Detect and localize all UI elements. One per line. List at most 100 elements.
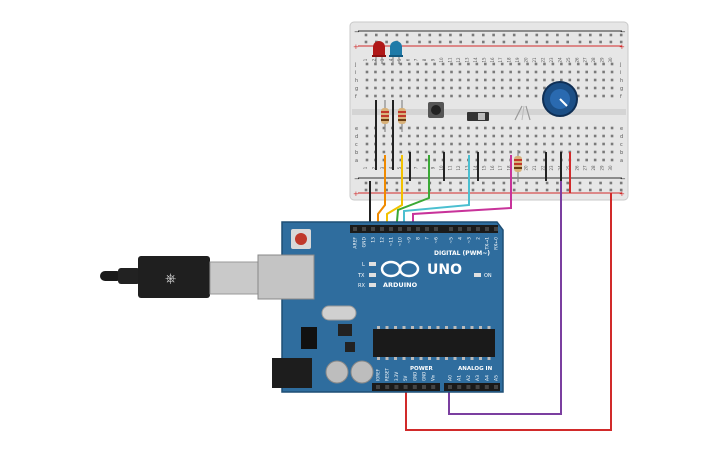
- rail-hole[interactable]: [556, 40, 559, 44]
- power-pin-socket[interactable]: [385, 385, 390, 389]
- rail-hole[interactable]: [385, 40, 388, 44]
- digital-pin-socket[interactable]: [476, 227, 480, 231]
- rail-hole[interactable]: [535, 40, 539, 44]
- breadboard-hole[interactable]: [517, 142, 521, 146]
- breadboard-hole[interactable]: [424, 158, 428, 162]
- rail-hole[interactable]: [599, 188, 602, 192]
- rail-hole[interactable]: [438, 33, 442, 37]
- breadboard-hole[interactable]: [441, 70, 445, 74]
- rail-hole[interactable]: [589, 188, 592, 192]
- rail-hole[interactable]: [385, 181, 388, 185]
- breadboard-hole[interactable]: [517, 134, 521, 138]
- breadboard-hole[interactable]: [424, 70, 428, 74]
- breadboard-hole[interactable]: [424, 94, 428, 98]
- rail-hole[interactable]: [566, 40, 569, 44]
- digital-pin-socket[interactable]: [389, 227, 393, 231]
- rail-hole[interactable]: [525, 40, 528, 44]
- breadboard-hole[interactable]: [382, 78, 386, 82]
- breadboard-hole[interactable]: [593, 150, 597, 154]
- breadboard-hole[interactable]: [585, 86, 588, 90]
- rail-hole[interactable]: [599, 181, 602, 185]
- rail-hole[interactable]: [492, 181, 495, 185]
- analog-pin-socket[interactable]: [494, 385, 498, 389]
- breadboard-hole[interactable]: [560, 142, 563, 146]
- breadboard-hole[interactable]: [424, 142, 428, 146]
- breadboard-hole[interactable]: [576, 62, 580, 66]
- analog-pin-socket[interactable]: [484, 385, 489, 389]
- breadboard-hole[interactable]: [610, 158, 614, 162]
- breadboard-hole[interactable]: [593, 134, 597, 138]
- breadboard-hole[interactable]: [441, 78, 445, 82]
- rail-hole[interactable]: [482, 33, 485, 37]
- rail-hole[interactable]: [599, 40, 602, 44]
- rail-hole[interactable]: [578, 188, 582, 192]
- breadboard-hole[interactable]: [551, 70, 555, 74]
- rail-hole[interactable]: [525, 188, 528, 192]
- breadboard-hole[interactable]: [585, 62, 588, 66]
- breadboard-hole[interactable]: [374, 70, 377, 74]
- breadboard-hole[interactable]: [593, 62, 597, 66]
- rail-hole[interactable]: [556, 188, 559, 192]
- breadboard-hole[interactable]: [484, 134, 487, 138]
- breadboard-hole[interactable]: [458, 150, 462, 154]
- rail-hole[interactable]: [589, 181, 592, 185]
- breadboard-hole[interactable]: [526, 70, 529, 74]
- rail-hole[interactable]: [482, 40, 485, 44]
- breadboard-hole[interactable]: [526, 134, 529, 138]
- breadboard-hole[interactable]: [484, 150, 487, 154]
- breadboard-hole[interactable]: [416, 150, 419, 154]
- breadboard-hole[interactable]: [467, 126, 470, 130]
- breadboard-hole[interactable]: [543, 126, 546, 130]
- breadboard-hole[interactable]: [407, 142, 411, 146]
- digital-pin-socket[interactable]: [362, 227, 366, 231]
- analog-pin-socket[interactable]: [448, 385, 452, 389]
- breadboard-hole[interactable]: [450, 158, 453, 162]
- breadboard-hole[interactable]: [475, 86, 479, 90]
- red-led[interactable]: [372, 41, 386, 64]
- breadboard-hole[interactable]: [576, 78, 580, 82]
- rail-hole[interactable]: [512, 40, 516, 44]
- rail-hole[interactable]: [375, 33, 378, 37]
- power-pin-socket[interactable]: [412, 385, 417, 389]
- breadboard-hole[interactable]: [399, 150, 403, 154]
- digital-pin-socket[interactable]: [416, 227, 420, 231]
- breadboard-hole[interactable]: [543, 150, 546, 154]
- rail-hole[interactable]: [438, 181, 442, 185]
- breadboard-hole[interactable]: [484, 62, 487, 66]
- rail-hole[interactable]: [535, 188, 539, 192]
- breadboard-hole[interactable]: [441, 142, 445, 146]
- rail-hole[interactable]: [566, 188, 569, 192]
- breadboard-hole[interactable]: [475, 150, 479, 154]
- rail-hole[interactable]: [418, 33, 421, 37]
- breadboard-hole[interactable]: [543, 62, 546, 66]
- rail-hole[interactable]: [619, 40, 623, 44]
- breadboard-hole[interactable]: [551, 158, 555, 162]
- breadboard-hole[interactable]: [475, 78, 479, 82]
- breadboard-hole[interactable]: [593, 142, 597, 146]
- breadboard-hole[interactable]: [407, 86, 411, 90]
- rail-hole[interactable]: [619, 33, 623, 37]
- breadboard-hole[interactable]: [475, 126, 479, 130]
- breadboard-hole[interactable]: [593, 86, 597, 90]
- rail-hole[interactable]: [566, 33, 569, 37]
- breadboard-hole[interactable]: [568, 62, 572, 66]
- breadboard-hole[interactable]: [602, 70, 605, 74]
- digital-pin-socket[interactable]: [449, 227, 453, 231]
- breadboard-hole[interactable]: [467, 150, 470, 154]
- breadboard-hole[interactable]: [374, 86, 377, 90]
- breadboard-hole[interactable]: [610, 86, 614, 90]
- breadboard-hole[interactable]: [492, 86, 496, 90]
- breadboard-hole[interactable]: [517, 62, 521, 66]
- breadboard-hole[interactable]: [374, 78, 377, 82]
- rail-hole[interactable]: [449, 40, 452, 44]
- digital-pin-socket[interactable]: [371, 227, 375, 231]
- breadboard-hole[interactable]: [576, 158, 580, 162]
- breadboard-hole[interactable]: [433, 94, 436, 98]
- breadboard-hole[interactable]: [407, 126, 411, 130]
- rail-hole[interactable]: [609, 188, 613, 192]
- breadboard-hole[interactable]: [450, 142, 453, 146]
- breadboard-hole[interactable]: [593, 70, 597, 74]
- rail-hole[interactable]: [502, 181, 506, 185]
- breadboard-hole[interactable]: [416, 62, 419, 66]
- rail-hole[interactable]: [418, 188, 421, 192]
